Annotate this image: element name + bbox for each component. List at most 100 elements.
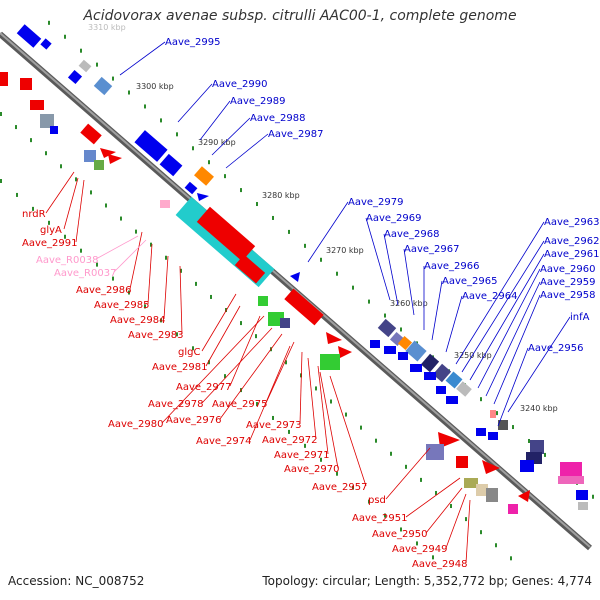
leader-line <box>147 243 153 305</box>
tick-label: 3310 kbp <box>88 23 126 32</box>
leader-line <box>211 117 251 156</box>
leader-line <box>307 357 317 440</box>
gene-label-reverse: Aave_2981 <box>152 362 208 373</box>
gene-label-reverse: Aave_2951 <box>352 513 408 524</box>
gene-label-forward: Aave_2989 <box>230 96 286 107</box>
leader-line <box>461 240 545 373</box>
forward-features <box>16 24 588 510</box>
leader-line <box>201 293 237 352</box>
leader-line <box>365 217 391 301</box>
accession-text: Accession: NC_008752 <box>8 574 145 588</box>
leader-line <box>497 347 529 427</box>
tick-label: 3270 kbp <box>326 246 364 255</box>
leader-line <box>75 179 85 243</box>
gene-label-reverse: nrdR <box>22 209 46 220</box>
gene-label-forward: Aave_2958 <box>540 290 596 301</box>
gene-label-reverse: psd <box>368 495 386 506</box>
gene-label-reverse: Aave_2985 <box>94 300 150 311</box>
leader-line <box>201 327 273 404</box>
gene-label-reverse: Aave_2948 <box>412 559 468 570</box>
leader-line <box>177 83 213 123</box>
tick-label: 3300 kbp <box>136 82 174 91</box>
gene-label-forward: infA <box>570 312 590 323</box>
gene-label-forward: Aave_2961 <box>544 249 600 260</box>
leader-line <box>445 493 467 549</box>
leader-line <box>119 41 166 76</box>
leader-line <box>455 221 545 365</box>
gene-label-reverse: Aave_2976 <box>166 415 222 426</box>
leader-line <box>405 477 461 518</box>
gene-label-forward: Aave_2966 <box>424 261 480 272</box>
leader-line <box>307 201 349 263</box>
leader-line <box>477 268 541 389</box>
leader-line <box>507 316 571 413</box>
leader-line <box>63 177 79 230</box>
gene-label-forward: Aave_2962 <box>544 236 600 247</box>
leader-line <box>45 171 75 214</box>
gene-label-reverse: Aave_2950 <box>372 529 428 540</box>
gene-label-reverse: Aave_2991 <box>22 238 78 249</box>
gene-label-forward: Aave_2969 <box>366 213 422 224</box>
gene-label-forward: Aave_2990 <box>212 79 268 90</box>
gene-label-forward: Aave_2967 <box>404 244 460 255</box>
tick-label: 3250 kbp <box>454 351 492 360</box>
gene-label-forward: Aave_2995 <box>165 37 221 48</box>
leader-line <box>465 499 471 564</box>
leader-line <box>95 235 139 260</box>
gene-label-reverse: Aave_2984 <box>110 315 166 326</box>
leader-line <box>383 233 399 306</box>
gene-label-reverse: Aave_2980 <box>108 419 164 430</box>
leader-line <box>249 345 291 441</box>
leader-line <box>163 255 169 320</box>
gc-track-inner <box>0 112 512 561</box>
gene-label-reverse: Aave_2971 <box>274 450 330 461</box>
leader-line <box>385 447 431 500</box>
leader-line <box>299 351 303 425</box>
leader-line <box>485 281 541 397</box>
gene-label-reverse: Aave_2974 <box>196 436 252 447</box>
leader-line <box>179 265 183 335</box>
tick-label: 3240 kbp <box>520 404 558 413</box>
map-title: Acidovorax avenae subsp. citrulli AAC00-… <box>83 8 517 24</box>
gene-label-forward: Aave_2960 <box>540 264 596 275</box>
rna-label: Aave_R0038 <box>36 255 98 266</box>
leader-line <box>205 305 241 367</box>
reverse-features <box>0 72 530 514</box>
genome-summary-text: Topology: circular; Length: 5,352,772 bp… <box>262 574 592 588</box>
gene-label-forward: Aave_2964 <box>462 291 518 302</box>
leader-line <box>403 248 415 316</box>
leader-line <box>161 315 265 424</box>
gene-label-reverse: Aave_2975 <box>212 399 268 410</box>
leader-line <box>329 375 367 487</box>
leader-line <box>265 341 295 404</box>
gene-label-forward: Aave_2987 <box>268 129 324 140</box>
leader-line <box>493 294 541 405</box>
leader-line <box>225 133 269 169</box>
leader-line <box>219 333 283 420</box>
leader-line <box>431 280 443 341</box>
leader-line <box>317 365 329 455</box>
gene-label-reverse: glyA <box>40 225 62 236</box>
gene-label-reverse: Aave_2973 <box>246 420 302 431</box>
gene-label-forward: Aave_2965 <box>442 276 498 287</box>
gene-label-reverse: Aave_2977 <box>176 382 232 393</box>
leader-line <box>319 371 339 469</box>
gene-label-forward: Aave_2959 <box>540 277 596 288</box>
gene-label-forward: Aave_2988 <box>250 113 306 124</box>
tick-label: 3260 kbp <box>390 299 428 308</box>
leader-line <box>229 315 261 387</box>
gene-label-forward: Aave_2979 <box>348 197 404 208</box>
gene-label-reverse: Aave_2957 <box>312 482 368 493</box>
gene-label-reverse: glgC <box>178 347 200 358</box>
gene-label-forward: Aave_2963 <box>544 217 600 228</box>
leader-line <box>113 239 147 273</box>
gene-label-reverse: Aave_2949 <box>392 544 448 555</box>
gene-label-reverse: Aave_2970 <box>284 464 340 475</box>
gene-label-forward: Aave_2956 <box>528 343 584 354</box>
leader-line <box>199 100 231 141</box>
tick-label: 3280 kbp <box>262 191 300 200</box>
gene-label-reverse: Aave_2978 <box>148 399 204 410</box>
gene-label-reverse: Aave_2983 <box>128 330 184 341</box>
